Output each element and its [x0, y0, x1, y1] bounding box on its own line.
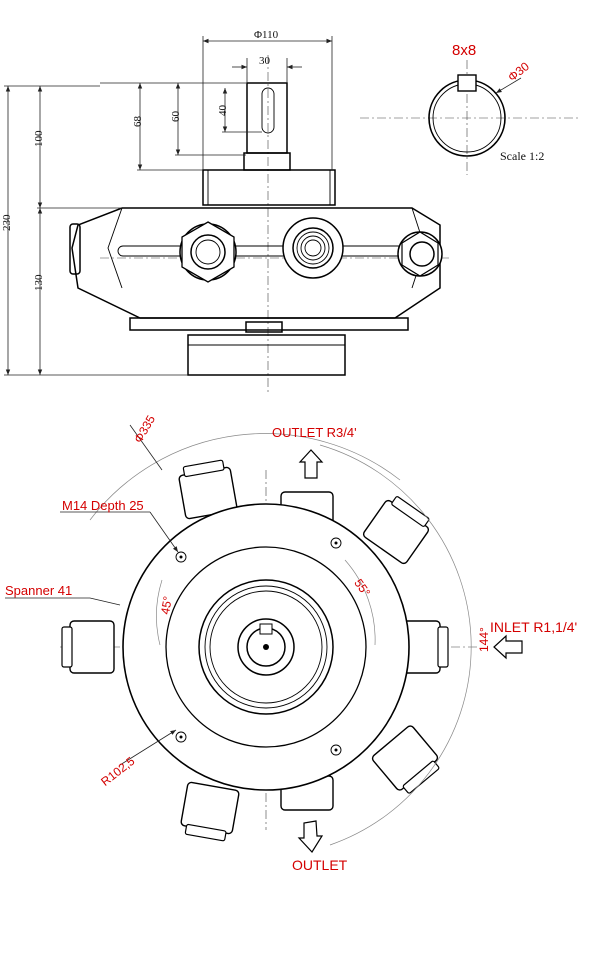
dim-40: 40	[217, 105, 229, 117]
mounting-hole	[175, 551, 187, 563]
cylinder-bottom-left	[178, 781, 241, 843]
inlet-label: INLET R1,1/4'	[490, 619, 577, 635]
cylinder-left	[61, 620, 115, 674]
base-plate	[129, 317, 409, 331]
outlet-bottom-label: OUTLET	[292, 857, 348, 873]
port-left	[179, 221, 237, 283]
side-view: Φ110 30 40 60 68 100 230 130	[1, 29, 450, 395]
mounting-hole	[175, 731, 187, 743]
radius-label: R102,5	[98, 754, 137, 789]
dia-335: Φ335	[131, 413, 158, 446]
m14-depth-label: M14 Depth 25	[62, 498, 144, 513]
front-view: Φ335 OUTLET R3/4' M14 Depth 25 Spanner 4…	[5, 413, 577, 873]
angle-144: 144°	[477, 627, 491, 652]
mounting-hole	[330, 537, 342, 549]
shaft	[246, 82, 288, 154]
dim-d110: Φ110	[254, 29, 279, 41]
housing	[71, 207, 441, 319]
outlet-top-arrow	[298, 449, 324, 479]
key-detail: 8x8 Φ30 Scale 1:2	[360, 42, 580, 175]
scale-note: Scale 1:2	[500, 149, 544, 163]
spanner-label: Spanner 41	[5, 583, 72, 598]
inlet-arrow	[493, 634, 523, 660]
keyway	[261, 87, 275, 134]
dim-68: 68	[132, 116, 144, 128]
angle-45: 45°	[158, 595, 175, 616]
port-right	[397, 231, 443, 277]
key	[457, 74, 477, 92]
outlet-bottom-arrow	[297, 820, 324, 853]
dim-30: 30	[259, 55, 271, 67]
dim-60: 60	[170, 111, 182, 123]
dim-130: 130	[33, 274, 45, 291]
outlet-top-label: OUTLET R3/4'	[272, 425, 357, 440]
mounting-hole	[330, 744, 342, 756]
cylinder-lower-right	[370, 723, 445, 799]
dim-100: 100	[33, 130, 45, 147]
shaft-diameter: Φ30	[505, 59, 532, 84]
top-cap	[202, 169, 336, 206]
port-center	[282, 217, 344, 279]
key-size: 8x8	[452, 42, 476, 59]
dim-230: 230	[1, 214, 13, 231]
